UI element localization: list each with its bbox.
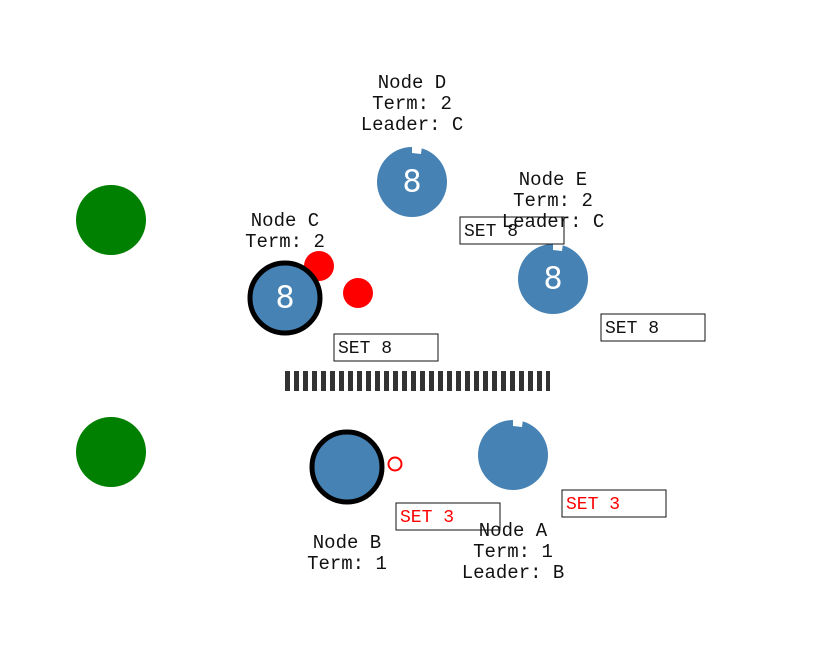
node-a-label-line: Node A [479, 520, 548, 542]
client-top[interactable] [76, 185, 146, 255]
node-c-label-line: Node C [251, 210, 319, 232]
log-entry-d[interactable]: SET 8 [459, 216, 565, 245]
log-entry-text: SET 8 [605, 319, 659, 339]
log-entry-a[interactable]: SET 3 [561, 489, 667, 518]
node-e-label-line: Node E [519, 169, 587, 191]
node-b-label-line: Node B [313, 532, 381, 554]
node-c-label-line: Term: 2 [245, 231, 325, 253]
log-entry-box [459, 216, 565, 245]
log-entry-b[interactable]: SET 3 [395, 502, 501, 531]
node-c-body[interactable] [247, 260, 323, 336]
node-c-value: 8 [275, 281, 294, 316]
log-entry-box [333, 333, 439, 362]
client-bottom[interactable] [76, 417, 146, 487]
log-entry-box [600, 313, 706, 342]
node-b-label-line: Term: 1 [307, 553, 387, 575]
log-entry-text: SET 8 [464, 222, 518, 242]
message-packet [387, 456, 403, 472]
node-d-body[interactable] [377, 147, 447, 217]
node-d-label-line: Leader: C [361, 114, 464, 136]
node-a-label-line: Leader: B [462, 562, 565, 584]
node-d-label-line: Term: 2 [372, 93, 452, 115]
node-a-body[interactable] [478, 420, 548, 490]
log-entry-c[interactable]: SET 8 [333, 333, 439, 362]
election-timeout-marker [553, 243, 563, 251]
election-timeout-marker [412, 146, 422, 154]
log-entry-text: SET 8 [338, 339, 392, 359]
node-e-label-line: Term: 2 [513, 190, 593, 212]
log-entry-text: SET 3 [400, 508, 454, 528]
node-d-label-line: Node D [378, 72, 446, 94]
log-entry-text: SET 3 [566, 495, 620, 515]
log-entry-box [561, 489, 667, 518]
node-d-value: 8 [402, 165, 421, 200]
message-packet [343, 278, 373, 308]
node-e-value: 8 [543, 262, 562, 297]
node-e-body[interactable] [518, 244, 588, 314]
node-a-label-line: Term: 1 [473, 541, 553, 563]
log-entry-e[interactable]: SET 8 [600, 313, 706, 342]
log-entry-box [395, 502, 501, 531]
node-b-body[interactable] [309, 429, 385, 505]
election-timeout-marker [513, 419, 523, 427]
